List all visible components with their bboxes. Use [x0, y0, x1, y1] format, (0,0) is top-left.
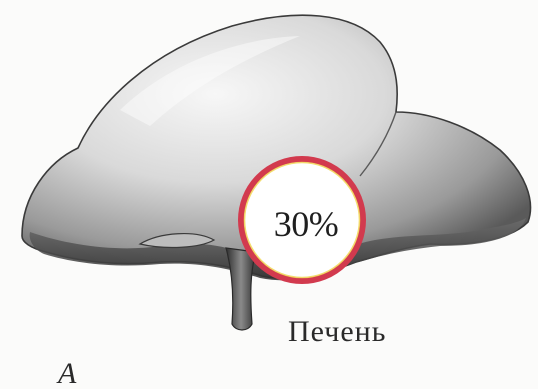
callout-percentage: 30% [256, 203, 356, 245]
organ-label: Печень [288, 315, 386, 349]
vessel [226, 248, 256, 330]
panel-letter: A [58, 357, 76, 389]
